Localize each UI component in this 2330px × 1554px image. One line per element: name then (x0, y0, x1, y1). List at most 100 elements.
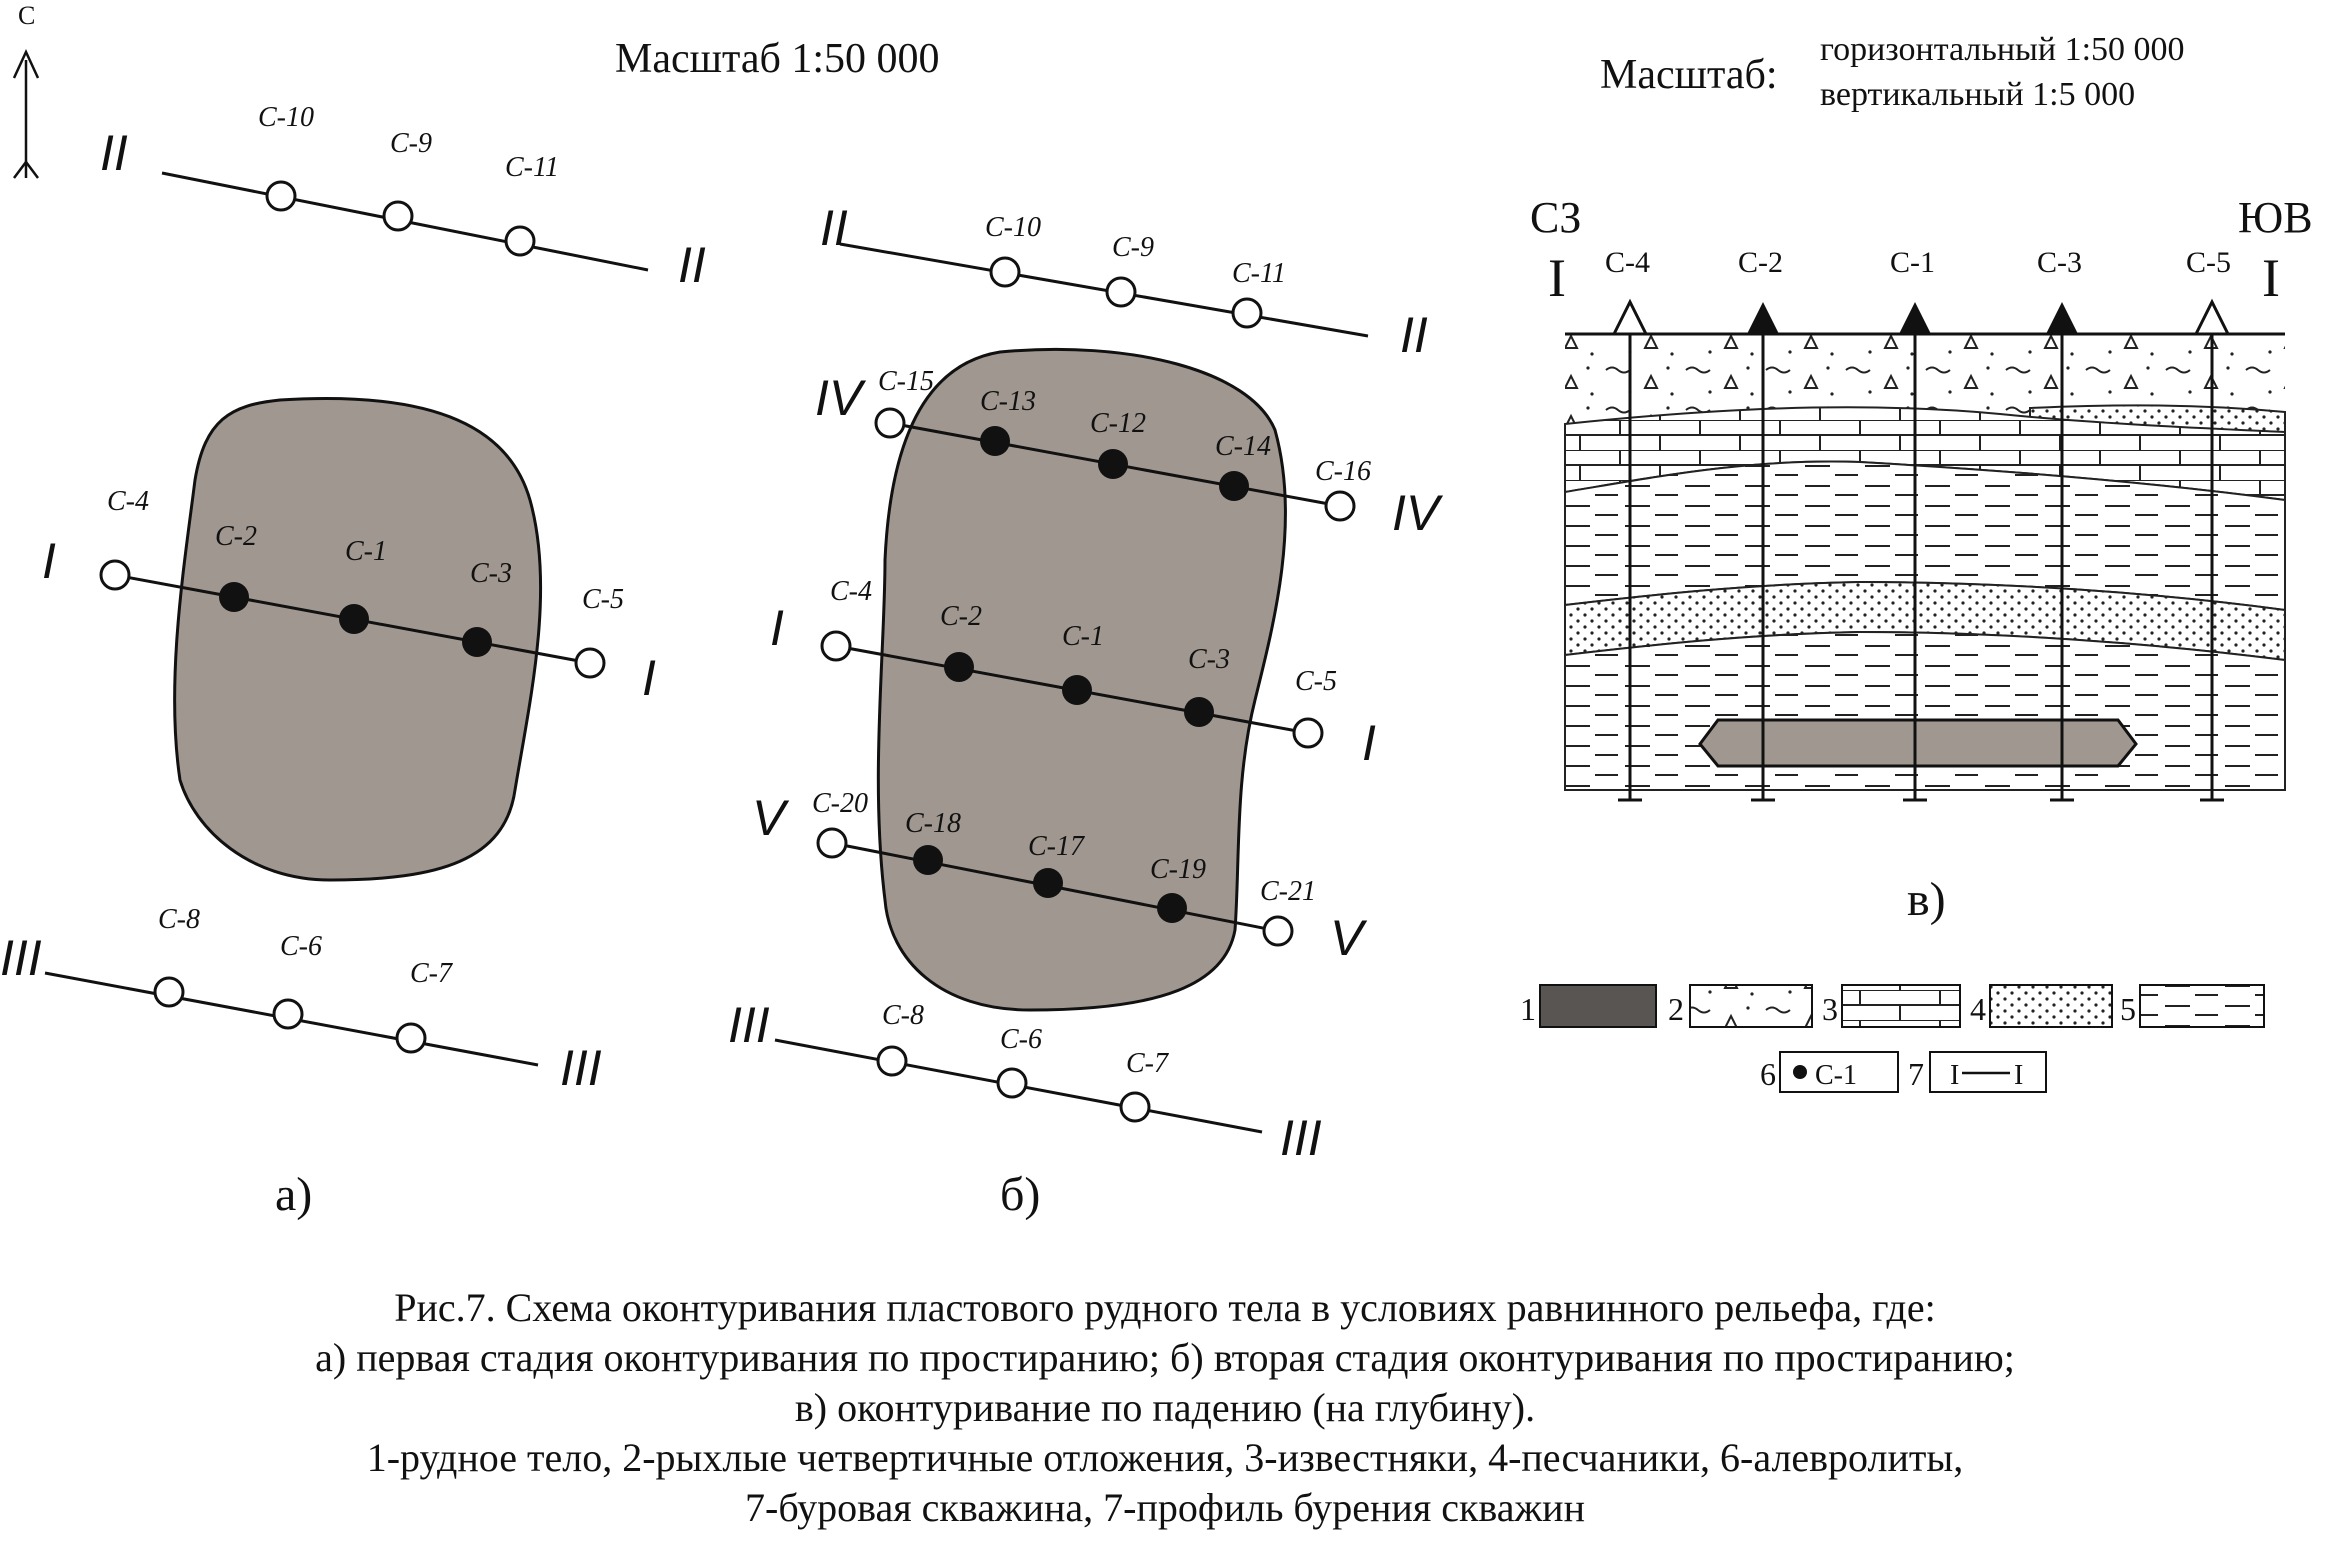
svg-text:7: 7 (1908, 1056, 1924, 1092)
svg-text:3: 3 (1822, 991, 1838, 1027)
well-label: С-17 (1028, 831, 1085, 862)
well-label: С-7 (1126, 1048, 1169, 1079)
well-label: С-6 (1000, 1024, 1042, 1055)
well-label: С-8 (882, 1000, 924, 1031)
well-open (272, 998, 304, 1030)
well-open (1105, 276, 1137, 308)
well-filled (1219, 471, 1249, 501)
profile-i-right-b: I (1362, 715, 1376, 771)
svg-text:С-1: С-1 (1815, 1060, 1857, 1091)
well-label: С-13 (980, 386, 1036, 417)
ore-body-a (173, 396, 543, 882)
dir-right: ЮВ (2238, 193, 2313, 242)
well-label: С-10 (985, 212, 1041, 243)
legend: 1 2 3 4 5 6 С-1 7 I I (1520, 984, 2265, 1093)
profile-iv-left-b: IV (815, 370, 867, 426)
well-label: С-8 (158, 904, 200, 935)
well-label: С-2 (940, 601, 982, 632)
profile-ii-left-b: II (820, 200, 848, 256)
well-label: С-21 (1260, 876, 1316, 907)
well-label: С-9 (1112, 232, 1154, 263)
well-open (1292, 717, 1324, 749)
svg-text:6: 6 (1760, 1056, 1776, 1092)
well-label: С-3 (1188, 644, 1230, 675)
profile-iii-left-a: III (0, 930, 42, 986)
legend-limestone (1841, 984, 1961, 1028)
profile-ii-line-b (839, 242, 1369, 338)
well-label: С-14 (1215, 431, 1271, 462)
well-filled (219, 582, 249, 612)
well-label: С-4 (1605, 246, 1650, 279)
well-label: С-20 (812, 788, 868, 819)
panel-b-caption: б) (1000, 1168, 1040, 1221)
well-label: С-11 (1232, 258, 1286, 289)
well-open (395, 1022, 427, 1054)
well-filled (913, 845, 943, 875)
well-open (574, 647, 606, 679)
svg-text:2: 2 (1668, 991, 1684, 1027)
panel-v-scale-v: вертикальный 1:5 000 (1820, 76, 2135, 113)
caption-line-3: в) оконтуривание по падению (на глубину)… (794, 1385, 1536, 1430)
well-open (989, 256, 1021, 288)
well-label: С-5 (1295, 666, 1337, 697)
profile-ii-right-b: II (1400, 307, 1428, 363)
caption-line-4: 1-рудное тело, 2-рыхлые четвертичные отл… (366, 1435, 1964, 1480)
svg-text:I: I (1950, 1060, 1959, 1091)
figure-caption: Рис.7. Схема оконтуривания пластового ру… (0, 1283, 2330, 1533)
legend-quaternary (1689, 984, 1813, 1028)
svg-text:I: I (2014, 1060, 2023, 1091)
well-label: С-11 (505, 152, 559, 183)
section-wells (1611, 298, 2231, 802)
well-label: С-16 (1315, 456, 1371, 487)
well-label: С-12 (1090, 408, 1146, 439)
well-open (153, 976, 185, 1008)
well-label: С-1 (1890, 246, 1935, 279)
well-label: С-4 (107, 486, 149, 517)
well-filled (1157, 893, 1187, 923)
dir-left: СЗ (1530, 193, 1581, 242)
well-label: С-2 (1738, 246, 1783, 279)
well-open (99, 559, 131, 591)
profile-ii-right-a: II (678, 237, 706, 293)
profile-iii-left-b: III (728, 997, 770, 1053)
well-open (504, 225, 536, 257)
well-label: С-18 (905, 808, 961, 839)
well-label: С-5 (582, 584, 624, 615)
profile-i-right-a: I (642, 650, 656, 706)
caption-line-5: 7-буровая скважина, 7-профиль бурения ск… (745, 1485, 1585, 1530)
well-filled (980, 426, 1010, 456)
profile-i-left-b: I (770, 600, 784, 656)
well-label: С-1 (1062, 621, 1104, 652)
panel-v-caption: в) (1907, 873, 1946, 926)
panel-v: Масштаб: горизонтальный 1:50 000 вертика… (1530, 31, 2313, 926)
profile-right-v: I (2262, 248, 2280, 308)
legend-sandstone (1989, 984, 2113, 1028)
well-open (1262, 915, 1294, 947)
well-filled (462, 627, 492, 657)
well-label: С-19 (1150, 854, 1206, 885)
well-open (874, 407, 906, 439)
north-arrow: С (12, 1, 40, 179)
well-open (820, 630, 852, 662)
well-open (265, 180, 297, 212)
profile-iv-right-b: IV (1392, 485, 1444, 541)
well-open (1231, 297, 1263, 329)
well-filled (1098, 449, 1128, 479)
profile-i-left-a: I (42, 533, 56, 589)
legend-profile (1929, 1051, 2047, 1093)
svg-text:4: 4 (1970, 991, 1986, 1027)
north-label: С (18, 1, 35, 30)
panel-a-caption: а) (275, 1168, 312, 1221)
profile-v-left-b: V (752, 790, 790, 846)
well-label: С-15 (878, 366, 934, 397)
well-filled (339, 604, 369, 634)
well-label: С-6 (280, 931, 322, 962)
svg-text:5: 5 (2120, 991, 2136, 1027)
well-open (382, 200, 414, 232)
panel-v-scale-label: Масштаб: (1600, 52, 1778, 98)
profile-iii-right-a: III (560, 1040, 602, 1096)
well-label: С-3 (2037, 246, 2082, 279)
ore-body-section (1698, 718, 2138, 768)
well-filled (1062, 675, 1092, 705)
